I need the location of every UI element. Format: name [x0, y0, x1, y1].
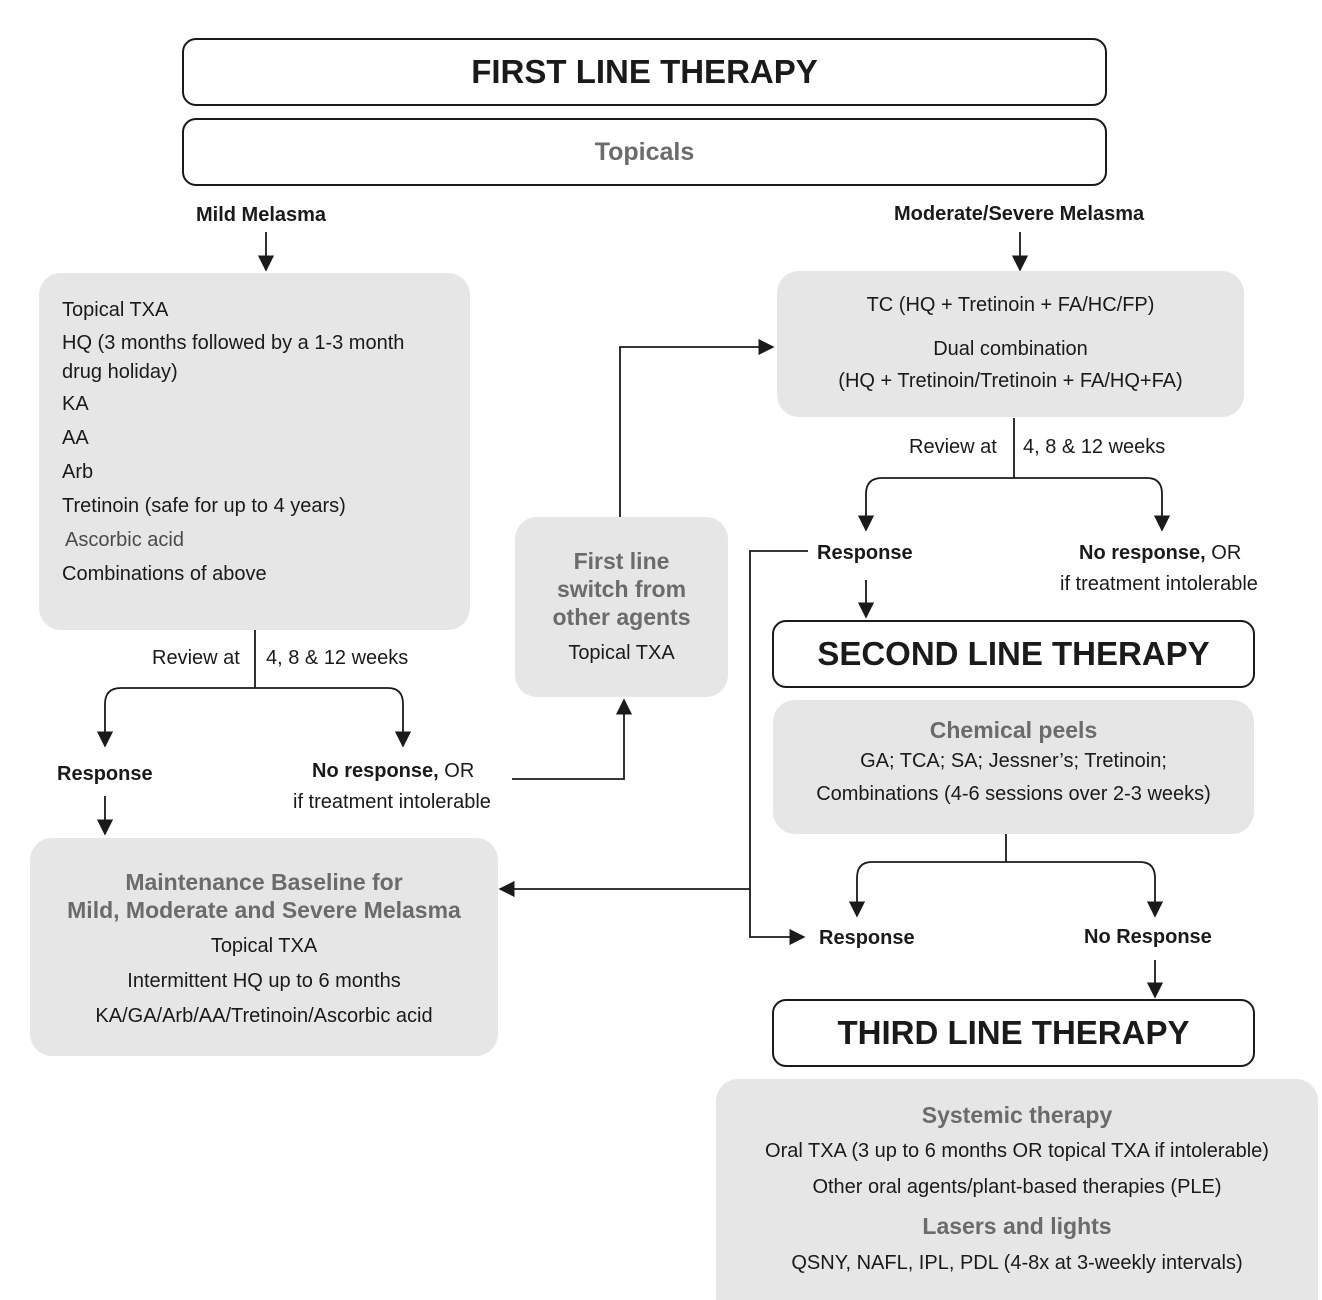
second-line-title-box: SECOND LINE THERAPY [772, 620, 1255, 688]
peels-line-1: GA; TCA; SA; Jessner’s; Tretinoin; [860, 750, 1167, 772]
systemic-title: Systemic therapy [921, 1102, 1113, 1128]
arrow-moderate-no-response [1014, 477, 1171, 532]
arrow-peels-no-response [1006, 861, 1164, 918]
systemic-line-2: Other oral agents/plant-based therapies … [812, 1176, 1222, 1198]
moderate-response-label: Response [817, 542, 913, 564]
lasers-line-1: QSNY, NAFL, IPL, PDL (4-8x at 3-weekly i… [791, 1252, 1243, 1274]
maintenance-box: Maintenance Baseline for Mild, Moderate … [30, 838, 498, 1056]
moderate-no-response: No response, OR [1079, 542, 1241, 565]
peels-line-2: Combinations (4-6 sessions over 2-3 week… [816, 783, 1211, 805]
chemical-peels-box: Chemical peels GA; TCA; SA; Jessner’s; T… [773, 700, 1254, 834]
switch-title-1: First line [573, 548, 670, 574]
line-response-bypass [749, 550, 808, 946]
arrow-peels-response [848, 861, 1006, 918]
mild-item: Topical TXA [62, 299, 169, 321]
moderate-line-1: TC (HQ + Tretinoin + FA/HC/FP) [866, 294, 1155, 316]
peels-no-response-label: No Response [1084, 926, 1212, 948]
maintenance-title-2: Mild, Moderate and Severe Melasma [67, 897, 461, 923]
arrow-mild-no-response [255, 687, 412, 748]
moderate-review-right: 4, 8 & 12 weeks [1023, 436, 1166, 458]
mild-item: drug holiday) [62, 361, 178, 383]
mild-item: Arb [62, 461, 94, 483]
peels-response-label: Response [819, 927, 915, 949]
arrow-switch-moderate [619, 338, 775, 517]
switch-title-2: switch from [556, 576, 687, 602]
third-line-title-box: THIRD LINE THERAPY [772, 999, 1255, 1067]
topicals-box: Topicals [182, 118, 1107, 186]
arrow-noresponse-switch [512, 698, 633, 780]
mild-item: Combinations of above [62, 563, 267, 585]
switch-title-3: other agents [552, 604, 691, 630]
mild-no-response-bold: No response, [312, 760, 439, 782]
mild-no-response: No response, OR [312, 760, 474, 783]
lasers-title: Lasers and lights [922, 1213, 1112, 1239]
maintenance-title-1: Maintenance Baseline for [125, 869, 403, 895]
mild-review-left: Review at [152, 647, 240, 669]
mild-item: HQ (3 months followed by a 1-3 month [62, 332, 405, 354]
moderate-melasma-label: Moderate/Severe Melasma [894, 203, 1145, 225]
moderate-no-response-bold: No response, [1079, 542, 1206, 564]
switch-agents-box: First line switch from other agents Topi… [515, 517, 728, 697]
mild-item: AA [62, 427, 89, 449]
arrow-mild-response [96, 687, 255, 748]
peels-title: Chemical peels [929, 717, 1098, 743]
mild-treatment-box: Topical TXA HQ (3 months followed by a 1… [39, 273, 470, 630]
moderate-intolerable-label: if treatment intolerable [1060, 573, 1258, 595]
systemic-therapy-box: Systemic therapy Oral TXA (3 up to 6 mon… [716, 1079, 1318, 1300]
switch-item: Topical TXA [568, 642, 675, 664]
moderate-line-2: Dual combination [933, 338, 1088, 360]
first-line-title-box: FIRST LINE THERAPY [182, 38, 1107, 106]
mild-item: Ascorbic acid [65, 529, 184, 551]
mild-item: Tretinoin (safe for up to 4 years) [62, 495, 346, 517]
mild-intolerable-label: if treatment intolerable [293, 791, 491, 813]
mild-item: KA [62, 393, 89, 415]
arrow-moderate-response [857, 477, 1014, 532]
systemic-line-1: Oral TXA (3 up to 6 months OR topical TX… [765, 1140, 1269, 1162]
mild-response-label: Response [57, 763, 153, 785]
topicals-label: Topicals [594, 137, 695, 166]
mild-review-right: 4, 8 & 12 weeks [266, 647, 409, 669]
moderate-line-3: (HQ + Tretinoin/Tretinoin + FA/HQ+FA) [838, 370, 1183, 392]
second-line-title: SECOND LINE THERAPY [817, 635, 1210, 672]
moderate-review-left: Review at [909, 436, 997, 458]
mild-melasma-label: Mild Melasma [196, 204, 327, 226]
moderate-treatment-box: TC (HQ + Tretinoin + FA/HC/FP) Dual comb… [777, 271, 1244, 417]
maintenance-line-3: KA/GA/Arb/AA/Tretinoin/Ascorbic acid [95, 1005, 433, 1027]
maintenance-line-1: Topical TXA [210, 935, 318, 957]
first-line-title: FIRST LINE THERAPY [471, 53, 818, 90]
third-line-title: THIRD LINE THERAPY [837, 1014, 1190, 1051]
mild-no-response-or: OR [438, 760, 475, 782]
maintenance-line-2: Intermittent HQ up to 6 months [127, 970, 401, 992]
moderate-no-response-or: OR [1205, 542, 1242, 564]
